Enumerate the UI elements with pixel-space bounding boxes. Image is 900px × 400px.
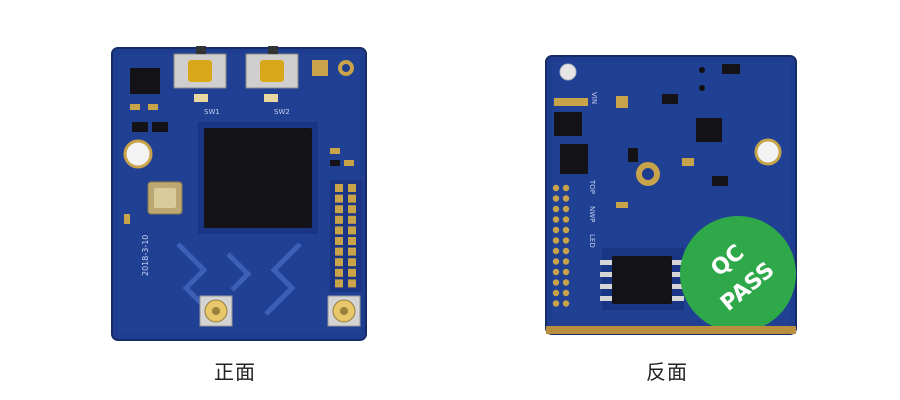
antenna-connector (199, 295, 233, 327)
tactile-switch (173, 46, 227, 89)
pin-header (330, 180, 362, 292)
flash-chip (600, 248, 684, 310)
header-pin (335, 237, 343, 245)
header-pin (335, 279, 343, 288)
back-board-photo: VIN TOP NWP LED QC PASS (545, 55, 797, 335)
header-pin (335, 226, 343, 235)
mounting-hole (123, 139, 153, 169)
front-board-photo: SW1 SW2 2018-3-10 (111, 46, 367, 341)
edge-gold-strip (546, 326, 796, 334)
mosfet-chip (560, 144, 588, 174)
edge-pad (562, 205, 570, 213)
edge-pad (562, 300, 570, 307)
antenna-connector (327, 295, 361, 327)
edge-pad (552, 289, 560, 297)
header-pin (348, 184, 356, 192)
edge-pad (552, 216, 560, 223)
header-pin (348, 194, 356, 203)
edge-pad (552, 205, 560, 213)
header-pin (335, 194, 343, 203)
led (194, 94, 208, 102)
header-pin (348, 258, 356, 267)
edge-pad (552, 268, 560, 276)
header-pin (348, 205, 356, 214)
edge-label: NWP (588, 206, 596, 222)
edge-pad (562, 258, 570, 265)
antenna-trace (176, 242, 302, 316)
header-pin (348, 268, 356, 277)
edge-pad (562, 226, 570, 234)
header-pin (335, 184, 343, 192)
header-pin (335, 268, 343, 277)
header-pin (335, 258, 343, 267)
smd-component (722, 64, 740, 74)
regulator-chip (130, 68, 160, 94)
edge-pad (552, 226, 560, 234)
regulator-chip (554, 112, 582, 136)
edge-pad (552, 300, 560, 307)
header-pin (335, 247, 343, 256)
header-pin (348, 247, 356, 256)
switch-label: SW1 (204, 108, 220, 116)
front-caption: 正面 (214, 360, 256, 384)
edge-pad (552, 258, 560, 265)
main-chip (204, 128, 312, 228)
led (559, 63, 577, 81)
edge-pad (552, 247, 560, 255)
qc-pass-sticker: QC PASS (680, 216, 796, 332)
edge-pad (562, 289, 570, 297)
edge-pad (552, 279, 560, 286)
edge-label: TOP (588, 179, 596, 194)
edge-pad (562, 279, 570, 286)
tactile-switch (245, 46, 299, 89)
header-pin (335, 215, 343, 224)
mounting-hole (754, 138, 782, 166)
edge-label: LED (588, 234, 596, 248)
edge-pads (552, 184, 570, 307)
switch-label: SW2 (274, 108, 290, 116)
edge-pad (562, 216, 570, 223)
header-pin (348, 237, 356, 245)
edge-pad (562, 184, 570, 192)
edge-pad (562, 268, 570, 276)
header-pin (335, 205, 343, 214)
edge-pad (552, 237, 560, 244)
header-pin (348, 226, 356, 235)
header-pin (348, 215, 356, 224)
pin-label: VIN (590, 92, 598, 104)
edge-pad (552, 195, 560, 202)
back-caption: 反面 (646, 360, 688, 384)
header-pin (348, 279, 356, 288)
edge-pad (562, 247, 570, 255)
led (264, 94, 278, 102)
edge-pad (552, 184, 560, 192)
smd-chip (696, 118, 722, 142)
silkscreen-date: 2018-3-10 (141, 235, 150, 276)
edge-pad (562, 237, 570, 244)
gold-pad (312, 60, 328, 76)
edge-pad (562, 195, 570, 202)
